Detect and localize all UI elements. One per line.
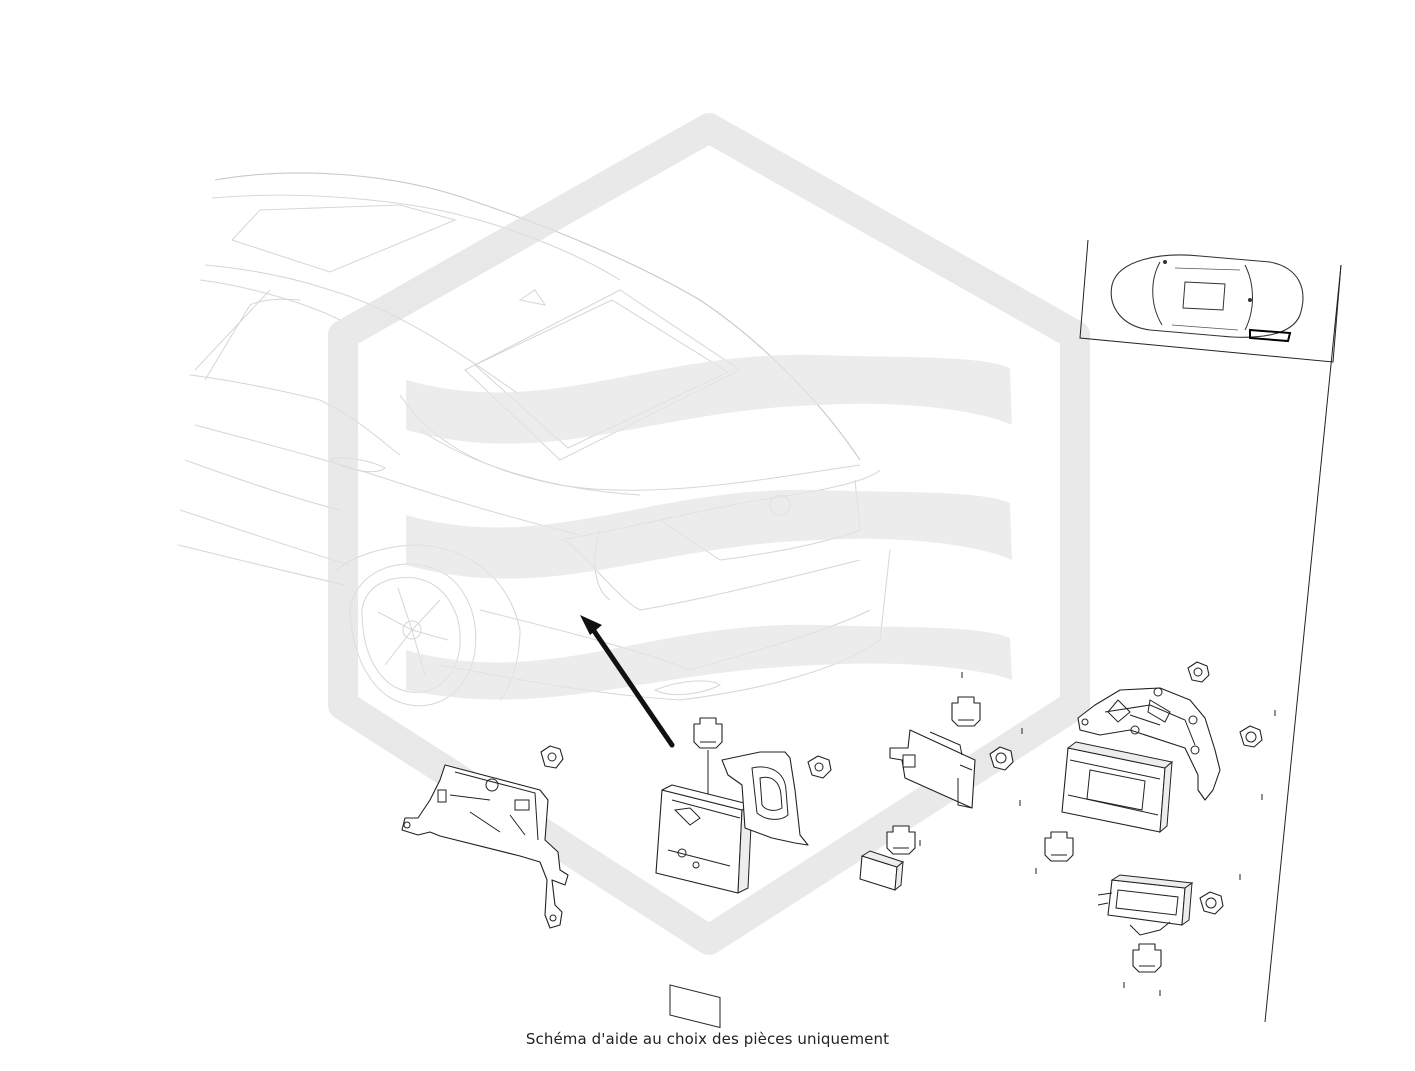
connector-symbol-1 [693,717,723,800]
connector-symbol-4 [1044,831,1074,862]
nut-2[interactable] [807,755,832,779]
small-module[interactable] [859,850,905,892]
nut-1[interactable] [540,745,564,769]
nut-6[interactable] [1199,891,1224,915]
watermark-logo [328,113,1090,955]
part-bracket-right[interactable] [1077,687,1221,801]
connector-symbol-3 [886,825,916,855]
control-module-center[interactable] [655,784,753,1029]
control-module-large[interactable] [1061,741,1174,834]
nut-4[interactable] [1187,661,1210,683]
connector-symbol-5 [1132,943,1162,973]
location-arrow [580,615,675,748]
inset-vehicle-top-view [1079,239,1342,1023]
part-bracket-left[interactable] [401,764,569,929]
diagram-caption: Schéma d'aide au choix des pièces unique… [525,1030,890,1048]
reference-ticks [919,672,1276,996]
nut-3[interactable] [989,746,1014,771]
control-module-flat[interactable] [889,729,976,809]
connector-symbol-2 [951,696,981,727]
nut-5[interactable] [1239,725,1263,748]
part-bracket-mid[interactable] [721,751,809,846]
control-module-lower-right[interactable] [1097,874,1194,936]
